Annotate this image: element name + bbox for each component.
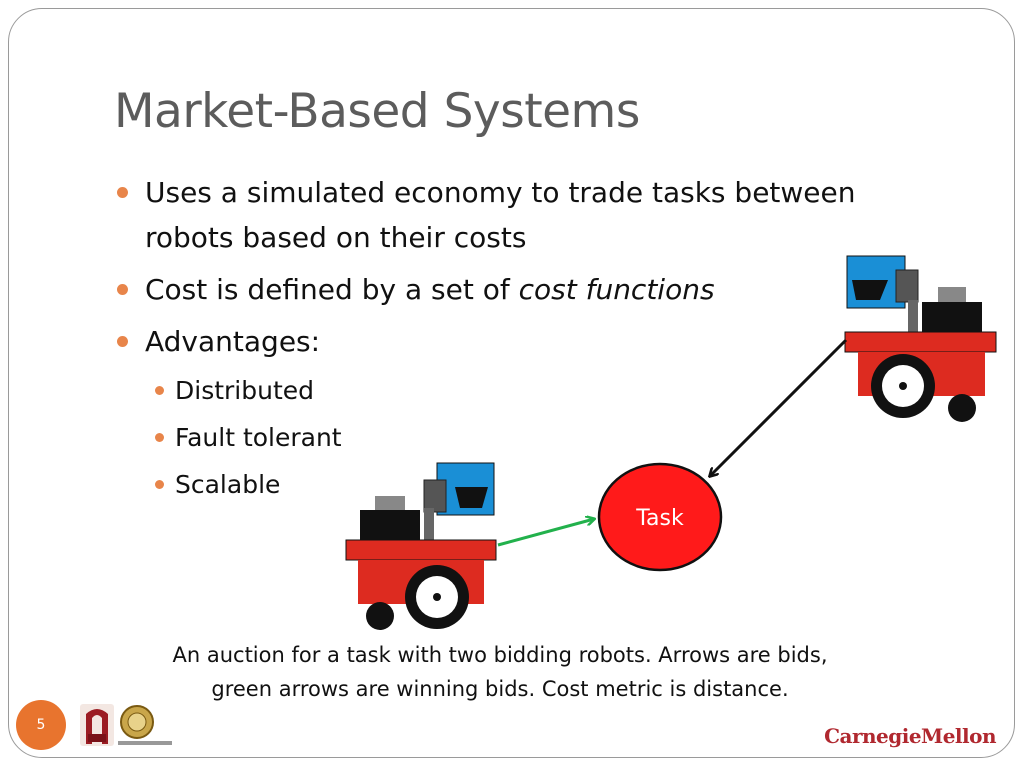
sub-bullet-scalable: Scalable	[114, 465, 934, 505]
bullet-advantages: Advantages:	[114, 319, 934, 364]
bullet-cost: Cost is defined by a set of cost functio…	[114, 267, 934, 312]
figure-caption: An auction for a task with two bidding r…	[130, 638, 870, 706]
sub-bullet-fault-tolerant: Fault tolerant	[114, 418, 934, 458]
slide-title: Market-Based Systems	[114, 84, 640, 139]
robotics-institute-logo	[80, 704, 114, 746]
sub-bullet-distributed: Distributed	[114, 371, 934, 411]
page-number: 5	[36, 717, 46, 733]
bid-arrow-black	[710, 338, 848, 476]
sub-bullet-distributed-text: Distributed	[175, 376, 315, 405]
caption-line-2: green arrows are winning bids. Cost metr…	[211, 677, 789, 701]
robot-icon-right	[844, 255, 997, 422]
task-node: Task	[597, 462, 723, 572]
carnegie-mellon-logo-text: CarnegieMellon	[824, 724, 996, 748]
winning-bid-arrow-green	[497, 519, 594, 547]
task-label: Task	[635, 506, 684, 531]
robot-icon-left	[345, 462, 497, 630]
bullet-cost-text: Cost is defined by a set of	[145, 273, 519, 306]
carnegie-mellon-logo: CarnegieMellon	[824, 724, 996, 748]
bullet-economy-text: Uses a simulated economy to trade tasks …	[145, 176, 856, 254]
sub-bullet-scalable-text: Scalable	[175, 470, 281, 499]
page-number-badge: 5	[16, 700, 66, 750]
bullet-list: Uses a simulated economy to trade tasks …	[114, 170, 934, 512]
sub-bullet-fault-tolerant-text: Fault tolerant	[175, 423, 342, 452]
ecommerce-lab-seal	[118, 705, 172, 745]
caption-line-1: An auction for a task with two bidding r…	[172, 643, 828, 667]
bullet-advantages-text: Advantages:	[145, 325, 321, 358]
bullet-economy: Uses a simulated economy to trade tasks …	[114, 170, 934, 260]
slide-frame	[8, 8, 1015, 758]
bullet-cost-emphasis: cost functions	[518, 273, 715, 306]
